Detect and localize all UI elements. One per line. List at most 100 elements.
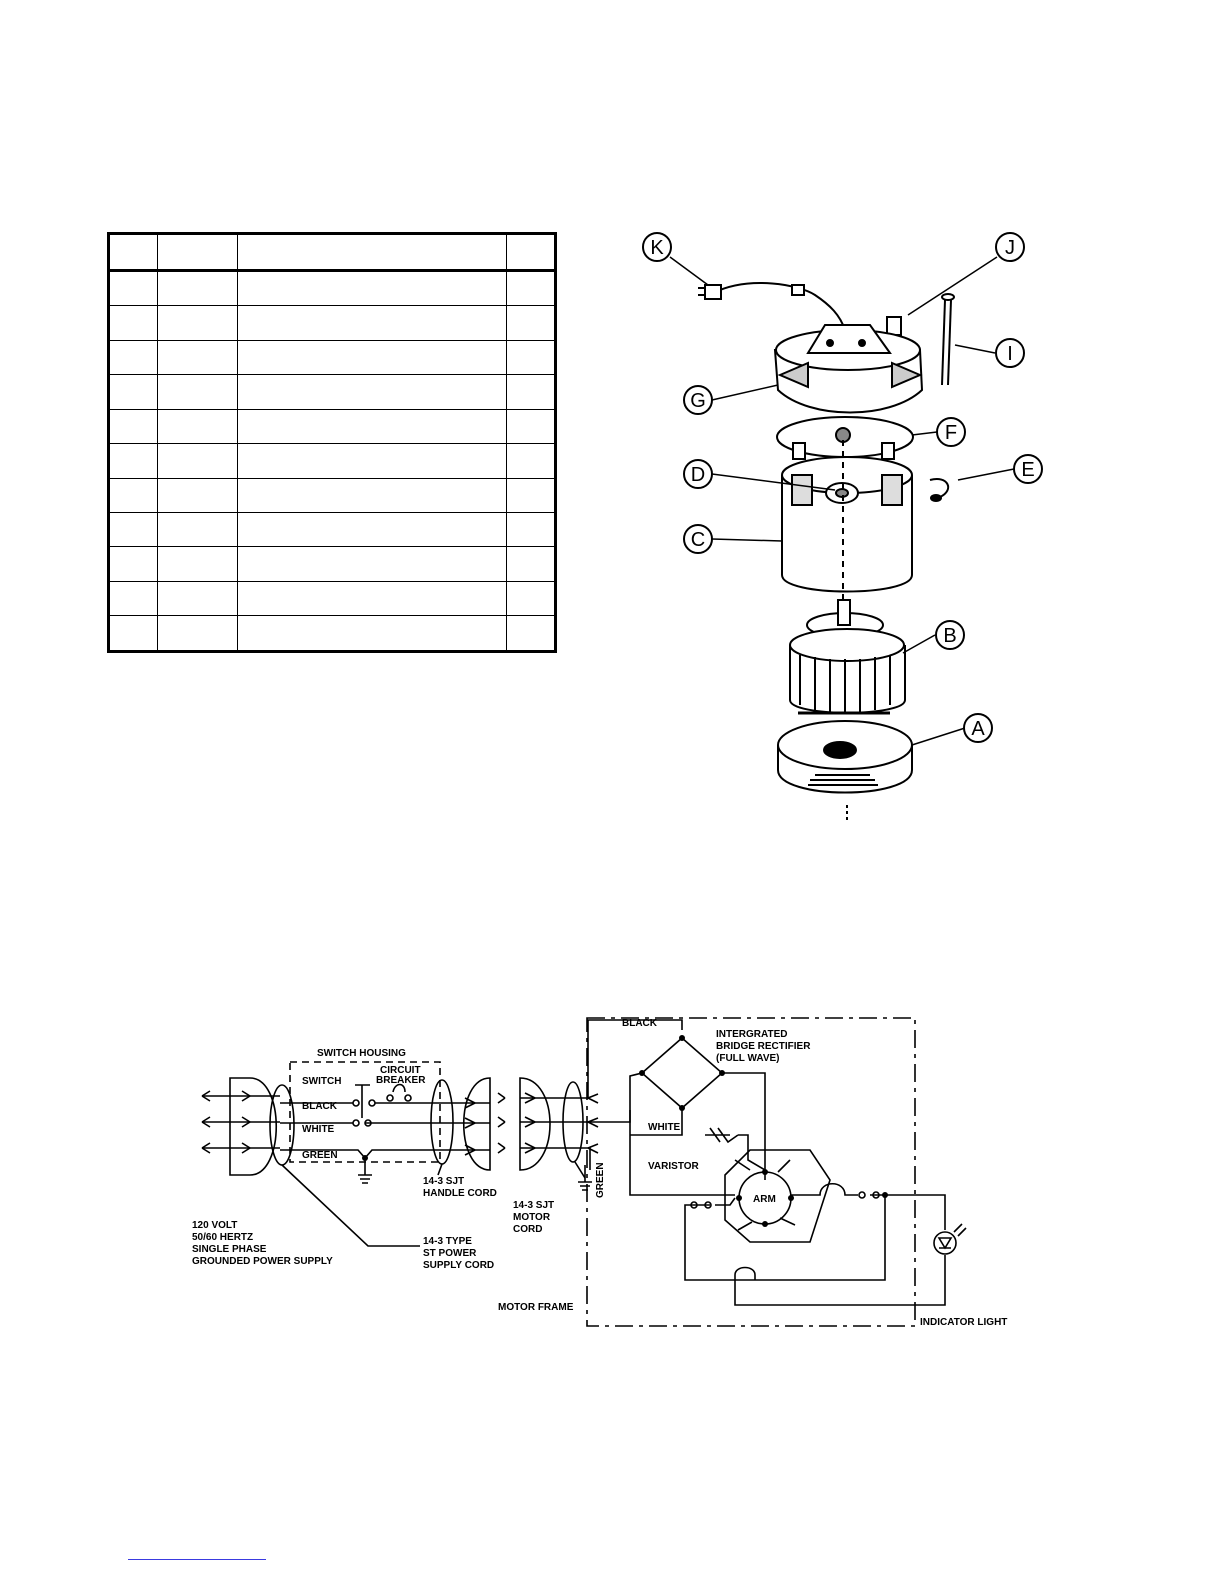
label-st-cord-3: SUPPLY CORD [423, 1260, 494, 1271]
table-cell [108, 443, 158, 479]
end-plate-f [776, 416, 914, 460]
callout-e: E [1013, 454, 1043, 484]
table-cell [506, 408, 556, 445]
label-white-left: WHITE [302, 1124, 335, 1135]
label-rectifier-3: (FULL WAVE) [716, 1053, 780, 1064]
label-black-left: BLACK [302, 1101, 338, 1112]
table-row [108, 511, 556, 548]
label-white-right: WHITE [648, 1122, 681, 1133]
table-cell [157, 443, 238, 479]
bearing-d [825, 482, 859, 504]
table-cell [237, 477, 507, 513]
table-row [108, 477, 556, 513]
brush-e [929, 478, 950, 502]
table-cell [237, 546, 507, 582]
table-cell [108, 269, 158, 307]
table-cell [506, 339, 556, 376]
base-a [777, 720, 913, 820]
callout-k: K [642, 232, 672, 262]
table-cell [237, 233, 507, 272]
label-motor-frame: MOTOR FRAME [498, 1302, 574, 1313]
table-cell [237, 580, 507, 617]
table-cell [506, 580, 556, 617]
callout-letter: K [650, 237, 664, 259]
label-indicator-light: INDICATOR LIGHT [920, 1317, 1007, 1328]
label-breaker: BREAKER [376, 1075, 426, 1086]
table-cell [506, 233, 556, 272]
table-cell [108, 408, 158, 445]
label-handle-cord-1: 14-3 SJT [423, 1176, 464, 1187]
callout-letter: E [1021, 459, 1034, 481]
callout-letter: J [1005, 237, 1015, 259]
table-cell [157, 305, 238, 341]
callout-i: I [995, 338, 1025, 368]
parts-table [107, 232, 557, 653]
label-green-left: GREEN [302, 1150, 338, 1161]
table-row [108, 269, 556, 307]
table-cell [157, 269, 238, 307]
table-cell [108, 339, 158, 376]
label-arm: ARM [753, 1194, 776, 1205]
footer-rule [128, 1559, 266, 1560]
table-cell [237, 408, 507, 445]
table-row [108, 546, 556, 582]
table-cell [157, 374, 238, 410]
table-row [108, 233, 556, 272]
callout-letter: I [1007, 343, 1013, 365]
table-cell [108, 233, 158, 272]
label-power-4: GROUNDED POWER SUPPLY [192, 1256, 333, 1267]
label-switch: SWITCH [302, 1076, 341, 1087]
table-cell [157, 546, 238, 582]
rod-i [941, 293, 955, 386]
table-cell [157, 233, 238, 272]
table-row [108, 305, 556, 341]
table-row [108, 339, 556, 376]
callout-letter: G [690, 390, 706, 412]
table-cell [108, 511, 158, 548]
top-housing-g [773, 324, 924, 414]
callout-b: B [935, 620, 965, 650]
table-cell [237, 443, 507, 479]
callout-letter: C [691, 529, 705, 551]
table-cell [506, 269, 556, 307]
table-row [108, 615, 556, 652]
parts-table-body [108, 233, 556, 652]
table-cell [157, 511, 238, 548]
table-cell [506, 546, 556, 582]
callout-j: J [995, 232, 1025, 262]
table-cell [506, 374, 556, 410]
label-motor-cord-2: MOTOR [513, 1212, 551, 1223]
table-cell [506, 443, 556, 479]
table-cell [237, 305, 507, 341]
table-cell [506, 511, 556, 548]
label-black-top: BLACK [622, 1018, 658, 1029]
label-green-vertical: GREEN [595, 1162, 606, 1198]
table-row [108, 408, 556, 445]
label-switch-housing: SWITCH HOUSING [317, 1048, 406, 1059]
table-cell [108, 305, 158, 341]
table-cell [157, 615, 238, 652]
table-cell [237, 615, 507, 652]
table-cell [108, 374, 158, 410]
table-cell [237, 269, 507, 307]
callout-c: C [683, 524, 713, 554]
table-cell [237, 374, 507, 410]
label-motor-cord-1: 14-3 SJT [513, 1200, 554, 1211]
label-rectifier-2: BRIDGE RECTIFIER [716, 1041, 811, 1052]
callout-letter: F [945, 422, 957, 444]
label-motor-cord-3: CORD [513, 1224, 542, 1235]
power-cord-k [698, 282, 846, 331]
callout-leaders [669, 256, 1015, 746]
table-cell [157, 408, 238, 445]
left-conductors [202, 1095, 280, 1149]
label-rectifier-1: INTERGRATED [716, 1029, 787, 1040]
field-housing-c [781, 456, 913, 593]
table-cell [108, 477, 158, 513]
table-row [108, 374, 556, 410]
callout-f: F [936, 417, 966, 447]
table-cell [108, 615, 158, 652]
table-cell [157, 580, 238, 617]
label-handle-cord-2: HANDLE CORD [423, 1188, 497, 1199]
callout-letter: B [943, 625, 956, 647]
